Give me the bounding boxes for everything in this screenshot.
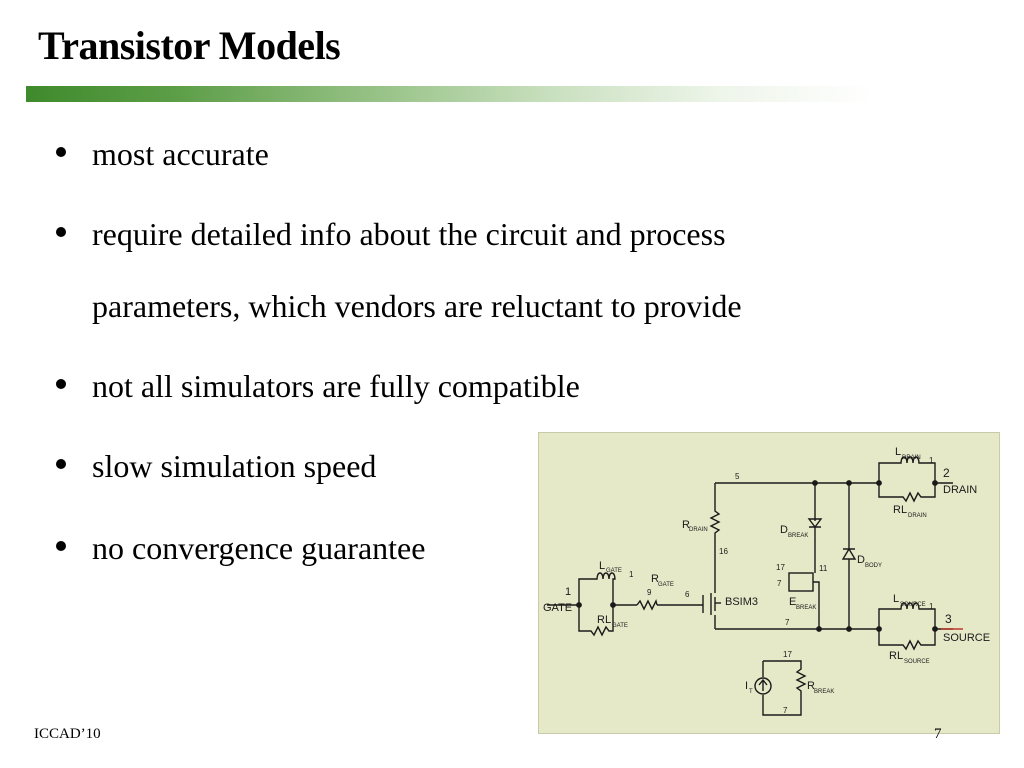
e-break-source (788, 572, 814, 592)
wire-e-break (813, 581, 820, 629)
r-gate-label: R (651, 573, 659, 585)
node-9: 9 (647, 588, 652, 597)
pin-drain-number: 2 (943, 466, 950, 480)
title-underline-gradient (26, 86, 874, 102)
d-body-diode (841, 483, 857, 629)
node-5: 5 (735, 472, 740, 481)
rl-drain-sub: DRAIN (908, 513, 927, 519)
current-source-icon (754, 677, 772, 695)
rl-drain-label: RL (893, 504, 907, 516)
r-drain-resistor (709, 483, 721, 551)
node-1-lsource: 1 (929, 602, 934, 611)
bullet-text: slow simulation speed (92, 448, 377, 484)
rl-gate-label: RL (597, 614, 611, 626)
l-source-inductor (878, 602, 936, 651)
node-7-e: 7 (777, 579, 782, 588)
page-number: 7 (934, 726, 942, 742)
l-source-sub: SOURCE (900, 602, 926, 608)
footer-conference: ICCAD’10 (34, 726, 101, 742)
l-gate-inductor (578, 572, 616, 637)
node-7-main: 7 (785, 618, 790, 627)
slide-title: Transistor Models (38, 23, 341, 68)
r-break-label: R (807, 680, 815, 692)
bullet-text: most accurate (92, 136, 269, 172)
bullet-dot-icon (56, 541, 66, 551)
bullet-dot-icon (56, 227, 66, 237)
pin-source-label: SOURCE (943, 632, 990, 644)
d-break-label: D (780, 524, 788, 536)
current-arrow-icon (758, 678, 768, 691)
bullet-text: parameters, which vendors are reluctant … (92, 288, 742, 324)
r-break-resistor (762, 660, 807, 716)
i-t-label: I (745, 680, 748, 692)
l-source-label: L (893, 593, 899, 605)
l-drain-label: L (895, 446, 901, 458)
d-body-label: D (857, 554, 865, 566)
bsim3-label: BSIM3 (725, 596, 758, 608)
node-7-bottom: 7 (783, 706, 788, 715)
d-body-sub: BODY (865, 563, 882, 569)
rl-source-sub: SOURCE (904, 659, 930, 665)
l-drain-sub: DRAIN (902, 455, 921, 461)
l-gate-sub: GATE (606, 568, 622, 574)
pin-gate-label: GATE (543, 602, 572, 614)
bullet-text: require detailed info about the circuit … (92, 216, 726, 252)
r-break-sub: BREAK (814, 689, 834, 695)
pin-gate-number: 1 (565, 586, 571, 598)
node-17-bottom: 17 (783, 650, 792, 659)
l-drain-inductor (878, 456, 936, 503)
node-16: 16 (719, 547, 728, 556)
l-gate-label: L (599, 560, 605, 572)
r-gate-sub: GATE (658, 582, 674, 588)
r-drain-sub: DRAIN (689, 527, 708, 533)
bullet-text: no convergence guarantee (92, 530, 426, 566)
d-break-sub: BREAK (788, 533, 808, 539)
rl-gate-sub: GATE (612, 623, 628, 629)
node-1-lgate: 1 (629, 570, 634, 579)
bullet-dot-icon (56, 459, 66, 469)
r-drain-label: R (682, 519, 690, 531)
node-11: 11 (819, 564, 828, 573)
node-6: 6 (685, 590, 690, 599)
bullet-dot-icon (56, 379, 66, 389)
bullet-text: not all simulators are fully compatible (92, 368, 580, 404)
pin-drain-label: DRAIN (943, 484, 977, 496)
i-t-sub: T (749, 689, 753, 695)
pin-source-number: 3 (945, 612, 952, 626)
e-break-sub: BREAK (796, 605, 816, 611)
node-17-e: 17 (776, 563, 785, 572)
r-gate-resistor (636, 598, 658, 611)
bsim3-transistor (702, 551, 716, 629)
bullet-dot-icon (56, 147, 66, 157)
d-break-diode (807, 483, 823, 573)
e-break-label: E (789, 596, 796, 608)
rl-source-label: RL (889, 650, 903, 662)
transistor-model-schematic: 1 GATE L GATE 1 RL GATE R GATE 9 6 R DRA… (538, 432, 1000, 734)
node-1-ldrain: 1 (929, 456, 934, 465)
